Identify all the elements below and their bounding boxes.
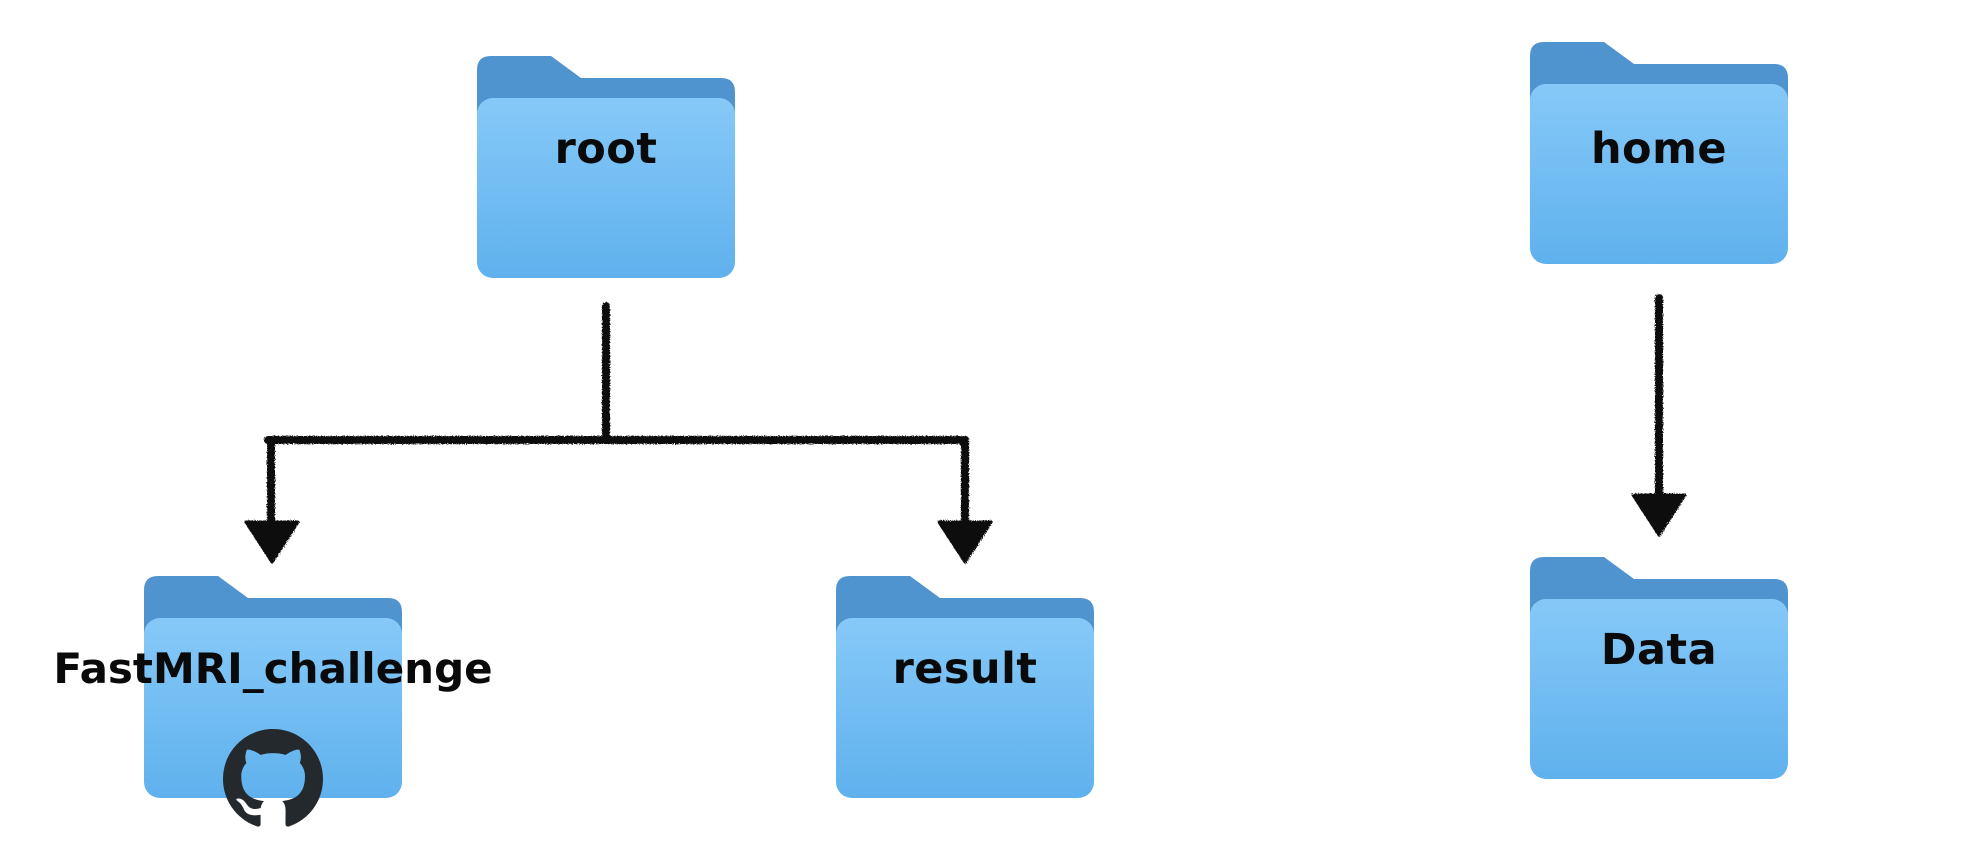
arrow-down-icon — [937, 520, 993, 564]
folder-icon — [836, 576, 1094, 798]
folder-result[interactable]: result — [836, 576, 1094, 798]
folder-label: root — [554, 124, 658, 174]
arrow-down-icon — [1631, 493, 1687, 537]
folder-icon — [1530, 557, 1788, 779]
arrow-down-icon — [244, 520, 300, 564]
github-icon[interactable] — [223, 729, 323, 829]
folder-icon — [477, 56, 735, 278]
folder-label: result — [892, 644, 1038, 694]
folder-icon — [144, 576, 402, 798]
folder-label: home — [1590, 124, 1728, 174]
folder-data[interactable]: Data — [1530, 557, 1788, 779]
folder-root[interactable]: root — [477, 56, 735, 278]
folder-fastmri-challenge[interactable]: FastMRI_challenge — [53, 576, 493, 798]
folder-icon — [1530, 42, 1788, 264]
folder-label: Data — [1600, 625, 1718, 675]
folder-home[interactable]: home — [1530, 42, 1788, 264]
folder-label: FastMRI_challenge — [53, 644, 493, 693]
